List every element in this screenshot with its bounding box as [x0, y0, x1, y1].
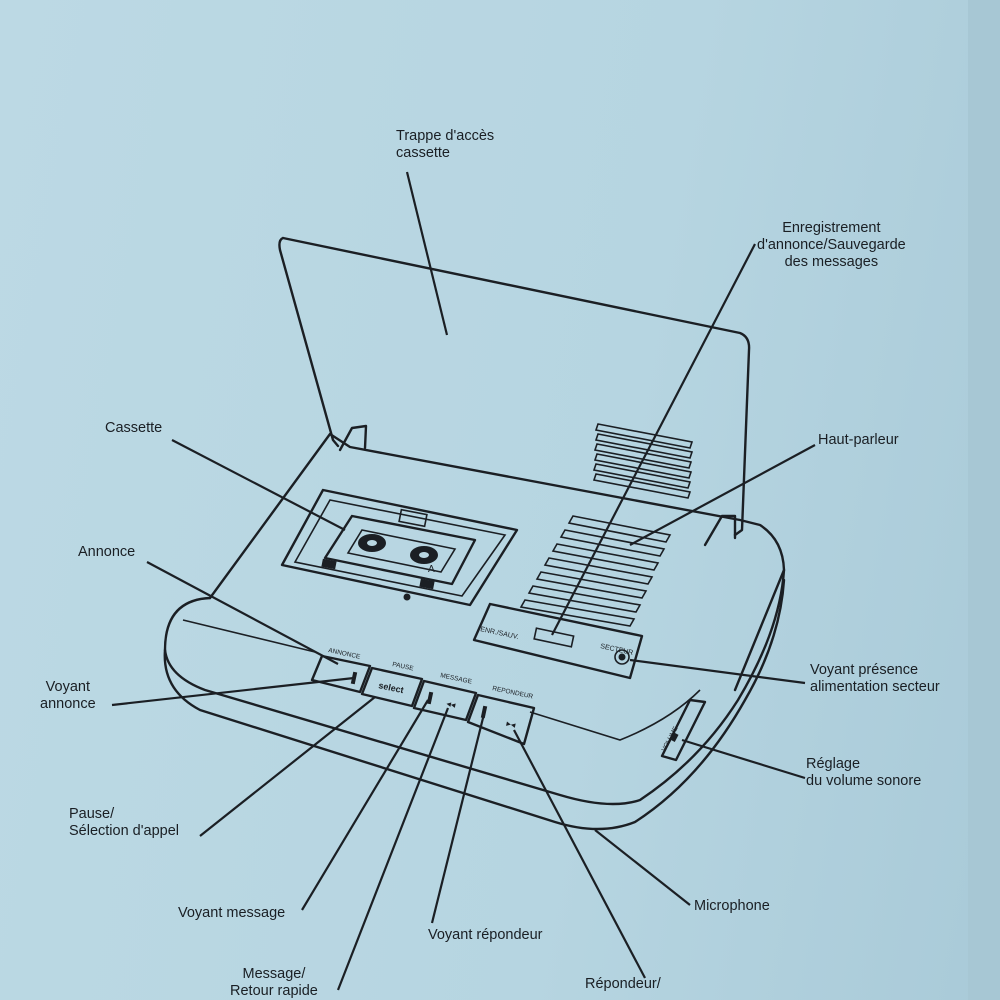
page-edge: [968, 0, 1000, 1000]
leader-cassette: [171, 439, 346, 531]
leader-haut-parleur: [629, 444, 816, 546]
buttons-row: select ◂◂ ▸◂ ANNONCE PAUSE MESSAGE REPON…: [310, 647, 536, 746]
label-voyant-presence: Voyant présence alimentation secteur: [810, 662, 940, 695]
leader-voyant-presence: [629, 658, 806, 685]
label-cassette: Cassette: [105, 420, 163, 436]
label-microphone: Microphone: [694, 898, 770, 914]
enr-sauv-text: ENR./SAUV.: [480, 626, 520, 641]
label-voyant-repondeur: Voyant répondeur: [428, 927, 543, 943]
cassette-access-lid: [278, 236, 751, 537]
label-haut-parleur: Haut-parleur: [818, 432, 899, 448]
leader-repondeur: [513, 729, 646, 979]
label-repondeur: Répondeur/: [585, 976, 661, 992]
svg-text:select: select: [378, 680, 405, 695]
label-pause: Pause/ Sélection d'appel: [69, 806, 179, 839]
label-enregistrement: Enregistrement d'annonce/Sauvegarde des …: [757, 220, 906, 270]
enr-sauv-button: [533, 627, 575, 648]
repondeur-marking: REPONDEUR: [492, 685, 534, 701]
label-annonce: Annonce: [78, 544, 136, 560]
lid-speaker-grille: [592, 423, 694, 499]
lid-hinge-left: [338, 424, 368, 452]
message-marking: MESSAGE: [440, 672, 474, 686]
label-voyant-message: Voyant message: [178, 905, 286, 921]
leader-voyant-message: [301, 699, 429, 911]
label-reglage-volume: Réglage du volume sonore: [806, 756, 922, 789]
volume-marking: VOLUME: [661, 725, 680, 753]
cassette-body: [323, 514, 477, 586]
leader-voyant-annonce: [111, 676, 355, 707]
pause-button: [360, 666, 424, 708]
svg-text:▸◂: ▸◂: [506, 718, 517, 730]
pause-marking: PAUSE: [392, 661, 415, 672]
speaker-grille: [519, 515, 672, 627]
annonce-button: [310, 654, 372, 694]
base-rim-line: [182, 619, 701, 741]
leader-voyant-repondeur: [430, 713, 486, 924]
label-voyant-annonce: Voyant annonce: [40, 679, 96, 712]
lid-hinge-right: [703, 514, 737, 547]
leader-microphone: [594, 829, 691, 906]
volume-slider: [660, 698, 707, 762]
cassette-side-text: A: [428, 564, 435, 575]
svg-text:◂◂: ◂◂: [446, 698, 457, 710]
leader-lines: [111, 171, 816, 991]
leader-enregistrement: [551, 243, 756, 636]
leader-volume: [681, 738, 806, 780]
leader-pause: [199, 696, 376, 837]
microphone-hole: [403, 593, 411, 601]
label-trappe: Trappe d'accès cassette: [396, 128, 495, 161]
base-front-outline: [163, 568, 786, 806]
cassette-well: [280, 488, 519, 607]
message-button: [412, 679, 478, 722]
base-bottom-outline: [163, 578, 786, 831]
label-message-retour: Message/ Retour rapide: [230, 966, 318, 999]
leader-annonce: [146, 561, 339, 665]
control-plate: [472, 602, 644, 680]
leader-message-retour: [336, 707, 450, 991]
repondeur-button: [466, 693, 536, 746]
leader-trappe: [405, 171, 449, 336]
power-led: [614, 649, 630, 665]
